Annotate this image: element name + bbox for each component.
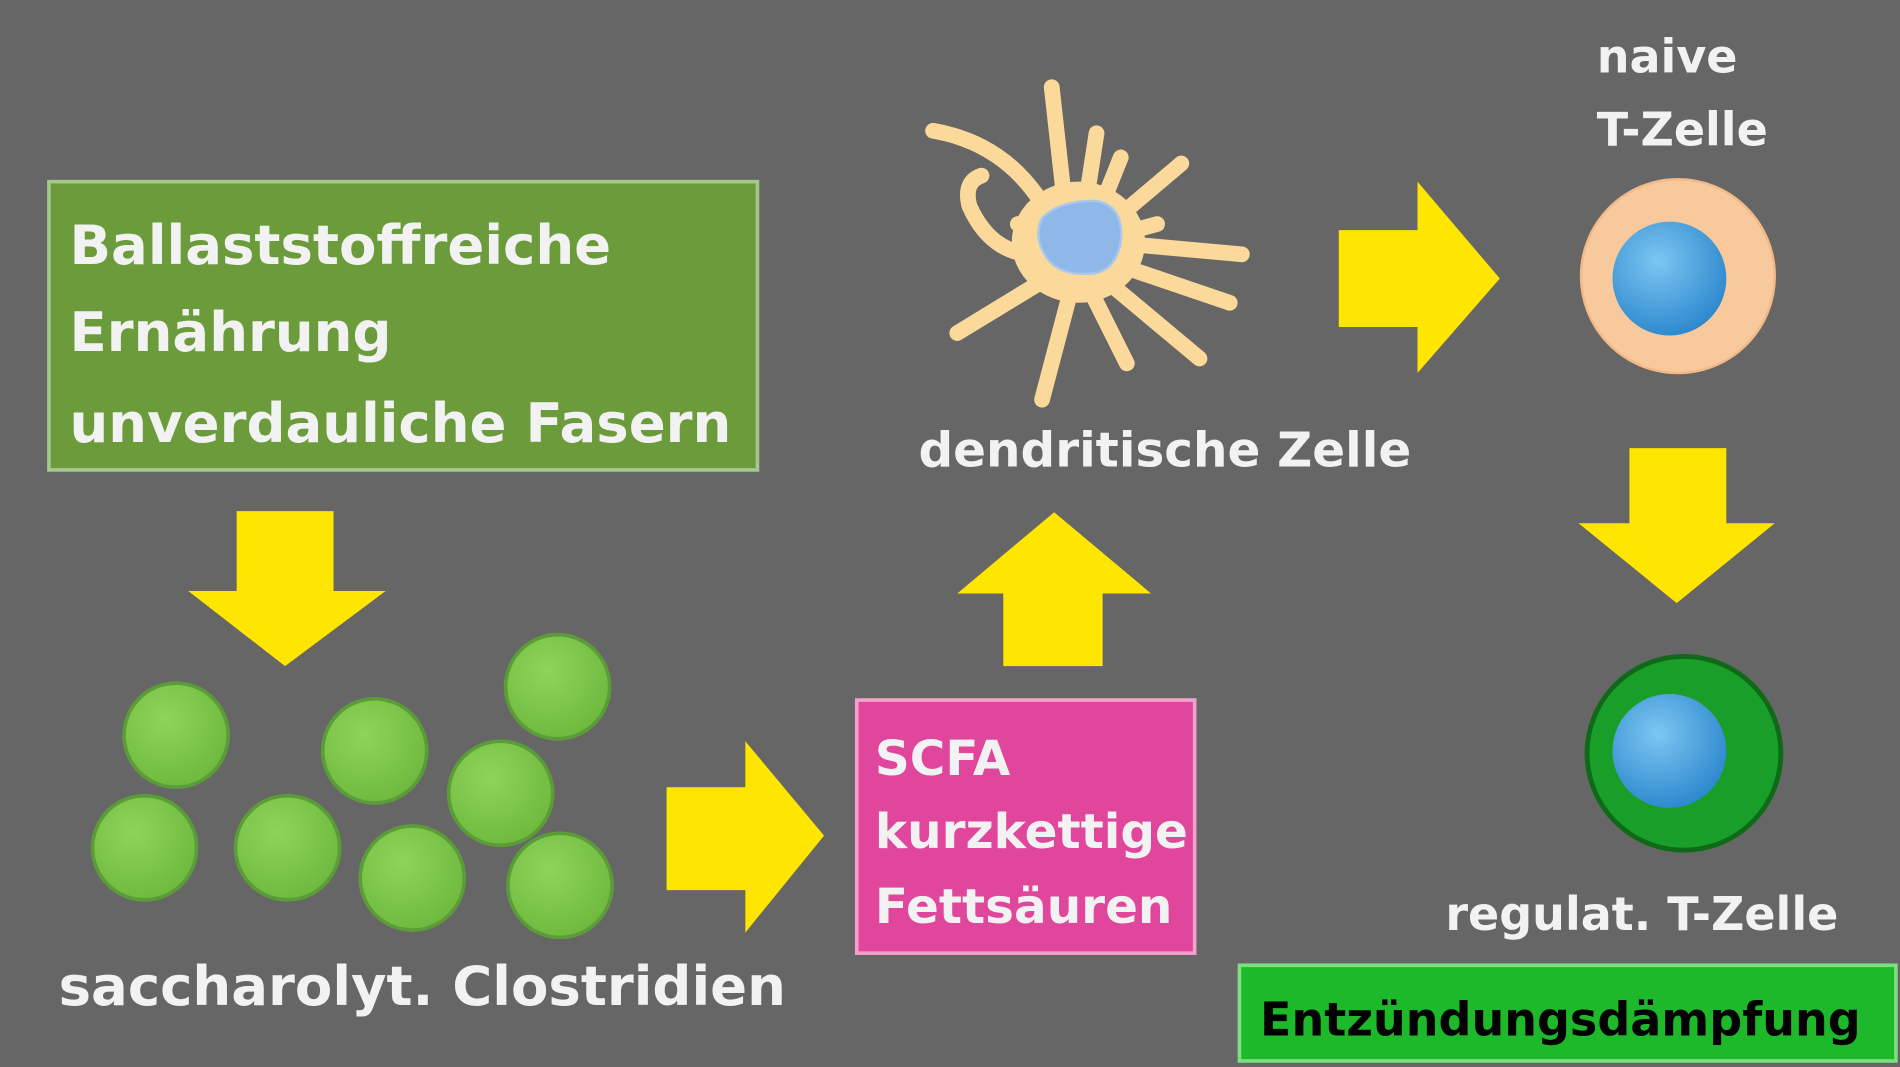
scfa-line-1: SCFA xyxy=(875,731,1011,787)
scfa-line-3: Fettsäuren xyxy=(875,879,1173,935)
bacterium-icon xyxy=(122,681,230,790)
scfa-line-2: kurzkettige xyxy=(875,804,1188,860)
bacteria-label: saccharolyt. Clostridien xyxy=(59,954,786,1018)
arrow-down-icon xyxy=(188,511,386,667)
bacterium-icon xyxy=(358,824,467,932)
result-label: Entzündungsdämpfung xyxy=(1260,993,1861,1047)
naive-t-cell-icon xyxy=(1579,178,1776,375)
arrow-right-icon xyxy=(666,741,825,933)
bacteria-cluster xyxy=(90,632,614,940)
treg-label: regulat. T-Zelle xyxy=(1445,887,1838,941)
bacterium-icon xyxy=(503,632,612,741)
dendritic-cell-icon xyxy=(925,79,1250,408)
diet-line-3: unverdauliche Fasern xyxy=(70,391,732,455)
result-box: Entzündungsdämpfung xyxy=(1237,963,1898,1063)
naive-label-line-2: T-Zelle xyxy=(1597,102,1768,156)
dendritic-label: dendritische Zelle xyxy=(919,422,1412,478)
naive-label-line-1: naive xyxy=(1597,30,1738,84)
diet-line-2: Ernährung xyxy=(70,300,392,364)
scfa-box: SCFA kurzkettige Fettsäuren xyxy=(854,698,1197,955)
arrow-right-icon xyxy=(1338,181,1500,374)
regulatory-t-cell-icon xyxy=(1584,654,1784,853)
bacterium-icon xyxy=(506,831,614,940)
bacterium-icon xyxy=(233,793,342,902)
diet-line-1: Ballaststoffreiche xyxy=(70,213,612,277)
bacterium-icon xyxy=(446,739,555,848)
bacterium-icon xyxy=(320,697,429,805)
arrow-down-icon xyxy=(1578,448,1775,604)
arrow-up-icon xyxy=(957,512,1152,667)
bacterium-icon xyxy=(90,793,199,902)
diet-box: Ballaststoffreiche Ernährung unverdaulic… xyxy=(47,179,760,472)
